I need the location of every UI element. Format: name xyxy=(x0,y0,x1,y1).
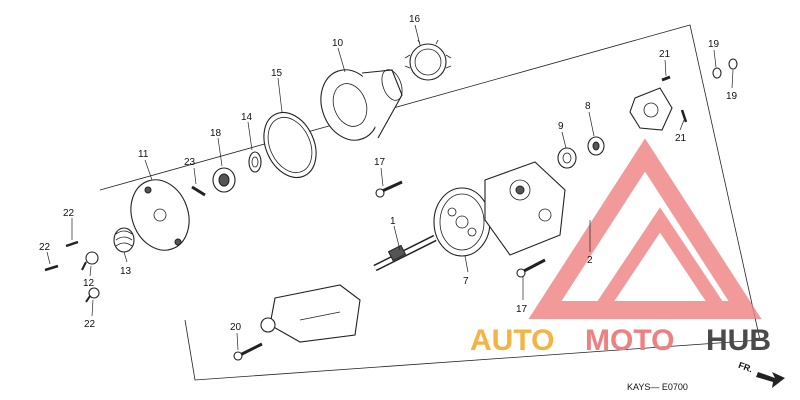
leader-lines xyxy=(46,24,734,351)
part-8-rotor xyxy=(587,136,605,156)
callout-20: 20 xyxy=(230,322,242,333)
part-22-bolt-upper xyxy=(65,240,79,248)
part-2-pump-body xyxy=(484,161,566,256)
watermark-moto: MOTO xyxy=(585,324,674,357)
diagram-code: KAYS— E0700 xyxy=(627,382,688,392)
part-17-bolt-upper xyxy=(375,180,403,198)
part-9-collar xyxy=(557,147,577,169)
part-14-washer xyxy=(248,151,262,173)
callout-2: 2 xyxy=(587,255,593,266)
part-22-bolt-lower-left xyxy=(44,264,59,272)
callout-21-upper: 21 xyxy=(659,49,671,60)
callout-14: 14 xyxy=(241,112,253,123)
front-direction-arrow-icon xyxy=(756,372,785,388)
callout-7: 7 xyxy=(463,276,469,287)
callout-22-left: 22 xyxy=(39,242,51,253)
part-19-o-ring-a xyxy=(712,67,722,79)
part-11-housing-plate xyxy=(130,179,190,251)
watermark-auto: AUTO xyxy=(470,324,554,357)
part-16-drive-gear xyxy=(404,39,452,81)
part-strainer-housing xyxy=(260,284,361,343)
callout-19-upper: 19 xyxy=(708,39,720,50)
callout-21-lower: 21 xyxy=(675,133,687,144)
part-15-gasket xyxy=(263,112,317,178)
callout-11: 11 xyxy=(138,149,149,160)
watermark-logo xyxy=(528,138,762,319)
callout-23: 23 xyxy=(184,157,196,168)
callout-19-lower: 19 xyxy=(726,91,738,102)
part-23-pin xyxy=(191,185,206,197)
part-upper-plate xyxy=(629,87,673,131)
part-12-screw xyxy=(81,251,99,271)
part-1-pump-shaft xyxy=(373,234,437,272)
assembly-frame xyxy=(99,24,761,381)
part-21-pin-upper xyxy=(661,75,671,82)
part-17-bolt-lower xyxy=(516,258,546,278)
callout-8: 8 xyxy=(585,101,591,112)
part-10-pump-cover xyxy=(320,69,403,141)
part-13-spring xyxy=(113,227,135,253)
part-18-nut xyxy=(212,167,236,193)
part-20-bolt xyxy=(233,342,263,361)
part-21-pin-lower xyxy=(680,109,688,123)
callout-10: 10 xyxy=(332,38,344,49)
callout-17-lower: 17 xyxy=(516,304,528,315)
watermark-hub: HUB xyxy=(706,324,771,357)
callout-17-upper: 17 xyxy=(374,157,386,168)
callout-1: 1 xyxy=(390,216,396,227)
callout-16: 16 xyxy=(409,14,421,25)
part-22-bolt-bottom xyxy=(85,287,100,303)
callout-15: 15 xyxy=(271,68,283,79)
front-direction-label: FR. xyxy=(737,360,754,374)
callout-12: 12 xyxy=(83,278,95,289)
callout-9: 9 xyxy=(558,121,564,132)
part-19-o-ring-b xyxy=(728,58,738,70)
callout-22-upper: 22 xyxy=(63,208,75,219)
callout-13: 13 xyxy=(120,266,132,277)
part-7-driven-gear xyxy=(433,187,491,257)
callout-22-bottom: 22 xyxy=(84,319,96,330)
callout-18: 18 xyxy=(210,128,222,139)
